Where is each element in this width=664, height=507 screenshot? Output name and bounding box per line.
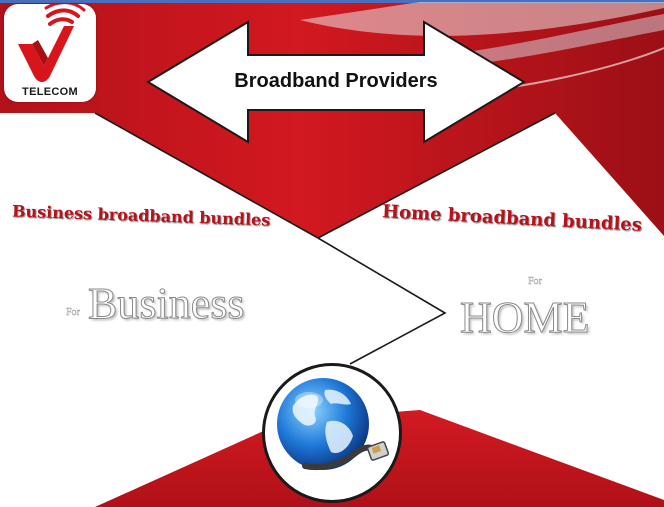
double-arrow-icon [146,20,526,144]
v-telecom-logo-icon [18,4,86,82]
right-divider-line [317,112,556,239]
home-for-label: For [528,276,542,287]
business-for-label: For [66,307,80,318]
globe-image [262,363,402,503]
top-edge-strip [0,0,664,3]
business-big-label: Business [87,279,245,329]
left-divider-line [94,112,447,365]
logo-brand-text: TELECOM [22,86,78,98]
top-red-band [0,3,664,238]
globe-with-network-cable-icon [277,378,390,470]
brand-logo: TELECOM [4,4,96,102]
home-big-label: HOME [460,293,591,343]
banner-title: Broadband Providers [234,70,438,92]
top-swoosh-light [300,2,664,36]
